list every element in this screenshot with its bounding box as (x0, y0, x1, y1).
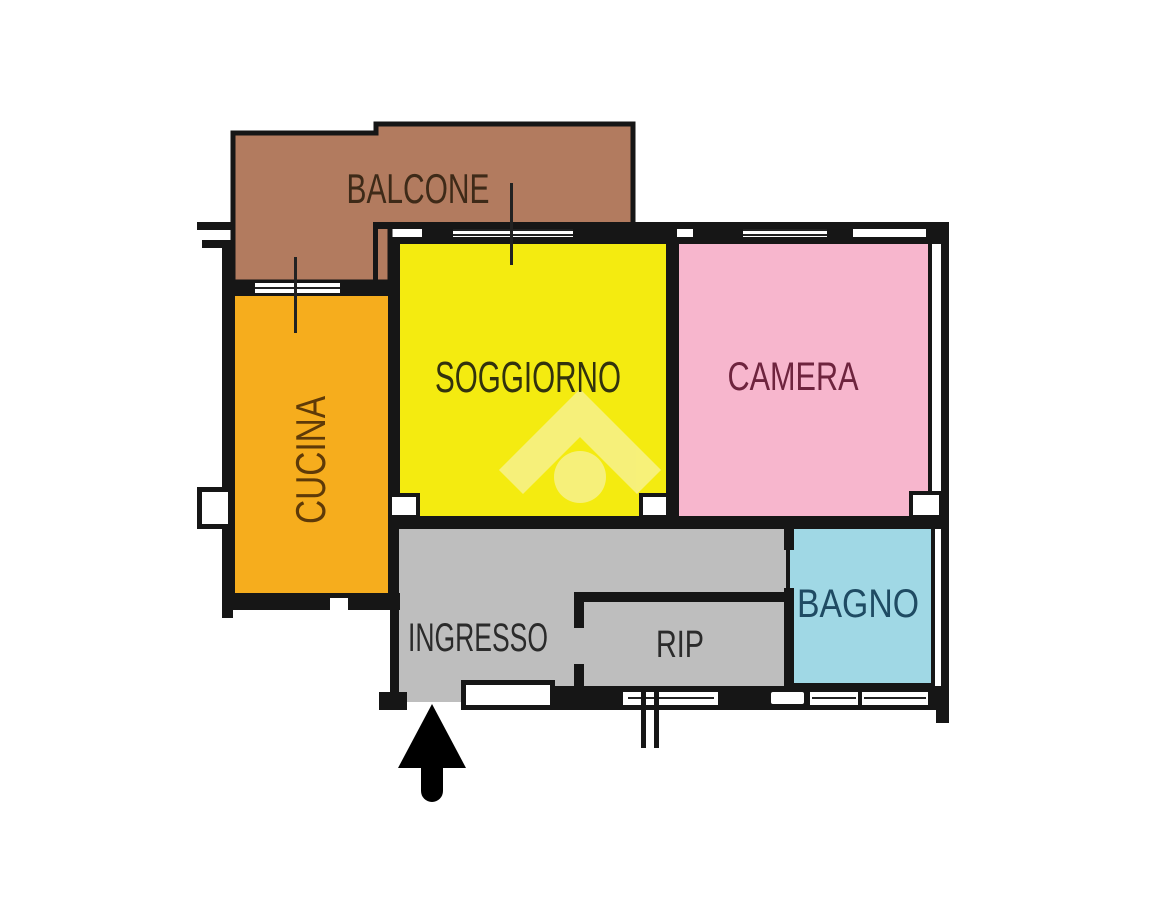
label-ingresso: INGRESSO (408, 616, 548, 660)
label-camera: CAMERA (728, 355, 859, 399)
label-rip: RIP (656, 624, 704, 666)
window-camera-top (743, 229, 827, 236)
windows-bottom (623, 692, 928, 705)
room-ingresso-rip (399, 522, 789, 702)
door-bagno (766, 688, 809, 708)
ingresso-shape (399, 522, 789, 702)
window-cucina-left (197, 487, 233, 529)
entrance-threshold (461, 680, 555, 710)
room-labels: BALCONE CUCINA SOGGIORNO CAMERA INGRESSO… (287, 165, 919, 666)
door-step-cucina (330, 598, 348, 610)
label-bagno: BAGNO (797, 582, 919, 626)
house-logo-watermark (498, 388, 662, 503)
label-balcone: BALCONE (347, 165, 490, 212)
label-soggiorno: SOGGIORNO (435, 353, 621, 402)
watermark-door-icon (554, 451, 606, 503)
label-cucina: CUCINA (287, 396, 334, 524)
door-jambs (388, 491, 943, 519)
door-swing-lines (294, 183, 513, 333)
openings (197, 183, 943, 710)
watermark-roof-icon (498, 388, 662, 495)
entrance-arrow-icon (398, 704, 466, 802)
walls (197, 222, 949, 748)
